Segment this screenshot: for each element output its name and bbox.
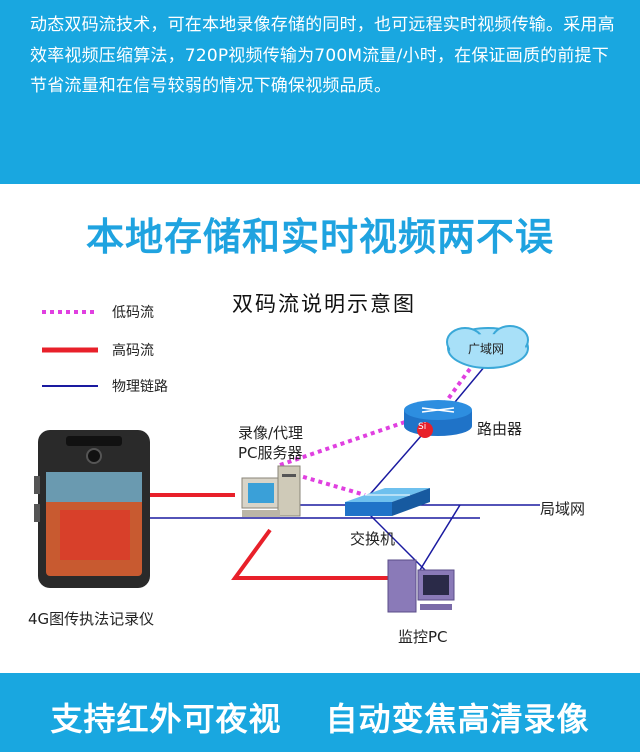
router-badge: Si xyxy=(418,422,427,432)
body-camera-icon xyxy=(34,430,150,588)
bottom-band xyxy=(0,673,640,752)
lan-label: 局域网 xyxy=(540,500,586,518)
switch-label: 交换机 xyxy=(350,530,396,548)
diagram-graphics xyxy=(34,310,540,613)
footer-right-text: 自动变焦高清录像 xyxy=(325,700,590,738)
device-label: 4G图传执法记录仪 xyxy=(28,610,155,628)
footer-banner: 支持红外可夜视 自动变焦高清录像 xyxy=(0,694,640,740)
high-stream-server-monitor xyxy=(231,528,400,580)
server-label-line2: PC服务器 xyxy=(238,444,303,462)
low-stream-server-switch xyxy=(279,468,366,497)
legend-high-label: 高码流 xyxy=(112,343,154,359)
link-switch-monitor-b xyxy=(419,504,461,571)
wan-cloud-icon xyxy=(446,325,529,369)
intro-paragraph: 动态双码流技术，可在本地录像存储的同时，也可远程实时视频传输。采用高效率视频压缩… xyxy=(30,15,615,96)
footer-left-text: 支持红外可夜视 xyxy=(50,700,282,738)
legend-physical-label: 物理链路 xyxy=(112,379,168,395)
diagram-title: 双码流说明示意图 xyxy=(232,292,416,316)
top-band xyxy=(0,0,640,184)
legend-low-label: 低码流 xyxy=(112,305,154,321)
wan-label: 广域网 xyxy=(468,342,505,356)
server-pc-icon xyxy=(241,465,301,517)
switch-icon xyxy=(345,488,430,516)
router-label: 路由器 xyxy=(477,420,523,438)
monitor-label: 监控PC xyxy=(398,628,448,646)
monitor-pc-icon xyxy=(387,559,455,613)
headline: 本地存储和实时视频两不误 xyxy=(85,215,554,259)
router-icon xyxy=(404,400,472,438)
network-diagram: 双码流说明示意图 低码流 高码流 物理链路 广域网 路由器 Si 录像/代理 P… xyxy=(20,270,620,662)
server-label-line1: 录像/代理 xyxy=(238,424,304,442)
